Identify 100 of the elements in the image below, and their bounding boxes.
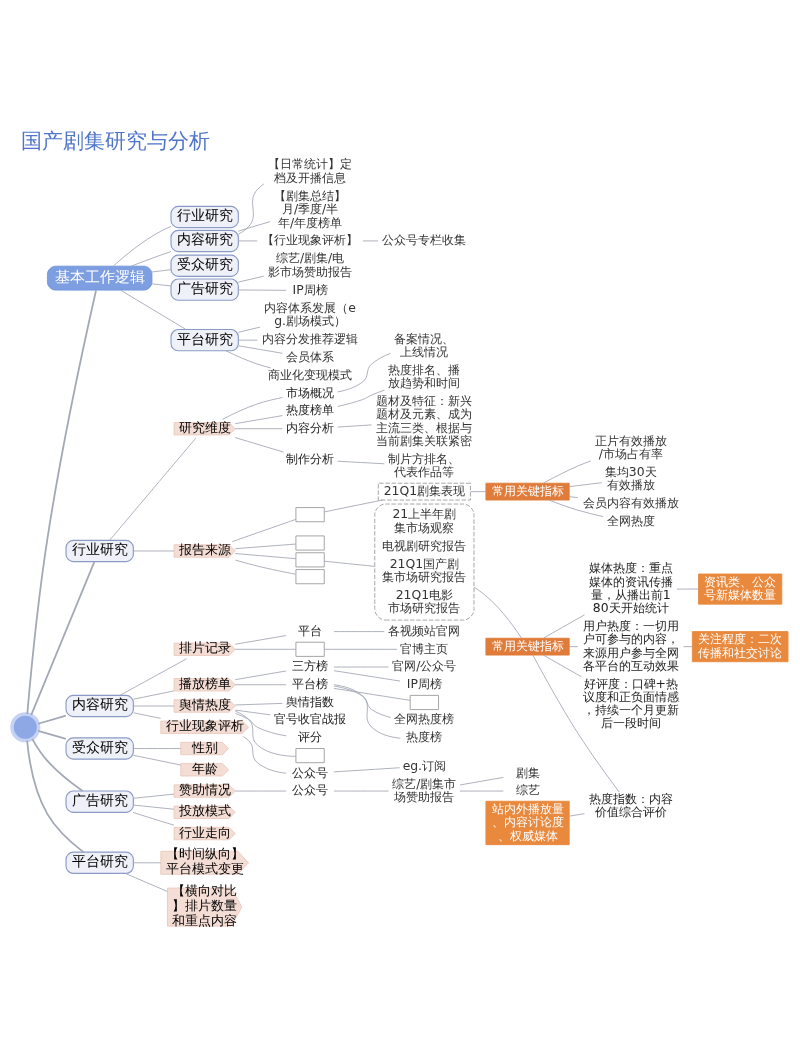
connector	[234, 712, 287, 737]
connector	[362, 240, 379, 242]
node-box: 资讯类、公众号新媒体数量	[698, 573, 783, 605]
node-text: IP周榜	[406, 676, 442, 692]
node-box	[295, 641, 325, 657]
node-text: 内容分析	[286, 420, 335, 436]
connector	[542, 614, 585, 639]
connector	[221, 397, 283, 420]
connector	[234, 670, 287, 681]
connector	[133, 712, 162, 719]
connector	[242, 736, 287, 774]
connector	[473, 586, 522, 639]
node-text: 21Q1电影市场研究报告	[388, 587, 461, 616]
connector	[112, 226, 172, 267]
connector	[459, 776, 504, 786]
node-text: 三方榜	[292, 658, 329, 674]
node-text: 用户热度：一切用户可参与的内容，来源用户参与全网各平台的互动效果	[582, 618, 679, 673]
connector	[234, 684, 287, 686]
connector	[133, 793, 175, 799]
node-text: 公众号	[292, 782, 329, 798]
node-text: 全网热度榜	[394, 711, 455, 727]
connector	[133, 862, 162, 864]
node-text: 公众号专栏收集	[382, 232, 467, 248]
connector	[337, 389, 385, 407]
node-text: 【日常统计】定档及开播信息	[268, 156, 353, 185]
connector	[238, 183, 265, 235]
connector	[683, 646, 693, 648]
node-text: 热度指数：内容价值综合评价	[588, 790, 673, 820]
connector	[30, 560, 96, 717]
connector	[234, 702, 283, 706]
connector	[542, 654, 582, 678]
connector	[130, 251, 172, 267]
node-text: 热度排名、播放趋势和时间	[388, 361, 461, 391]
node-text: 综艺/剧集/电影市场赞助报告	[268, 250, 353, 279]
node-text: 内容体系发展（eg.剧场模式）	[264, 299, 356, 329]
node-text: 综艺	[515, 782, 540, 798]
connector	[337, 352, 391, 393]
node-text: 平台	[298, 622, 323, 638]
node-text: 集均30天有效播放	[604, 463, 657, 493]
connector	[37, 714, 67, 725]
connector	[333, 767, 401, 773]
connector	[231, 518, 297, 543]
connector	[568, 813, 585, 817]
connector	[548, 499, 604, 517]
connector	[568, 496, 579, 499]
connector	[237, 275, 265, 283]
node-text: 制片方排名、代表作品等	[388, 450, 461, 479]
connector	[323, 560, 376, 567]
node-text: 21上半年剧集市场观察	[392, 506, 457, 535]
connector	[333, 790, 389, 792]
connector	[323, 499, 383, 513]
connector	[234, 415, 283, 425]
connector	[151, 269, 172, 273]
node-text: 会员内容有效播放	[582, 495, 679, 511]
connector	[459, 790, 504, 792]
node-text: 官博主页	[400, 640, 449, 656]
node-box	[295, 535, 325, 551]
connector	[133, 754, 182, 766]
node-text: 热度榜单	[286, 402, 335, 418]
node-text: 舆情指数	[286, 693, 335, 709]
connector	[237, 345, 283, 354]
connector	[234, 635, 287, 645]
node-text: 综艺/剧集市场赞助报告	[392, 775, 457, 804]
connector	[333, 684, 401, 739]
connector	[470, 491, 487, 493]
node-box: 行业研究	[65, 539, 134, 563]
node-box: 广告研究	[170, 278, 239, 301]
node-box	[295, 552, 325, 568]
diagram-title: 国产剧集研究与分析	[20, 128, 210, 154]
connector	[237, 326, 261, 333]
node-box	[295, 507, 325, 523]
connector	[26, 739, 85, 854]
node-box: 常用关键指标	[485, 637, 570, 656]
node-text: 电视剧研究报告	[382, 537, 467, 553]
connector	[333, 666, 389, 668]
connector	[237, 221, 271, 232]
node-box: 内容研究	[65, 694, 134, 718]
node-box: 平台研究	[65, 851, 134, 874]
connector	[337, 424, 373, 428]
node-text: 备案情况、上线情况	[394, 330, 455, 360]
connector	[234, 559, 296, 575]
node-text: 剧集	[515, 764, 540, 780]
connector	[151, 283, 172, 287]
node-text: IP周榜	[292, 281, 328, 297]
connector	[234, 428, 283, 430]
node-text: 内容分发推荐逻辑	[262, 331, 359, 347]
connector	[237, 289, 287, 291]
connector	[125, 873, 168, 892]
node-box: 平台研究	[170, 328, 239, 352]
connector	[26, 289, 97, 715]
node-box: 行业研究	[170, 205, 239, 229]
node-text: 题材及特征：新兴题材及元素、成为主流三类、根据与当前剧集关联紧密	[376, 392, 473, 448]
connector	[323, 648, 398, 650]
connector	[120, 289, 187, 330]
node-text: 全网热度	[606, 513, 655, 529]
node-box	[409, 694, 439, 710]
node-text: 各视频站官网	[388, 622, 461, 638]
connector	[31, 737, 84, 792]
node-text: 商业化变现模式	[268, 366, 353, 382]
connector	[532, 654, 620, 793]
